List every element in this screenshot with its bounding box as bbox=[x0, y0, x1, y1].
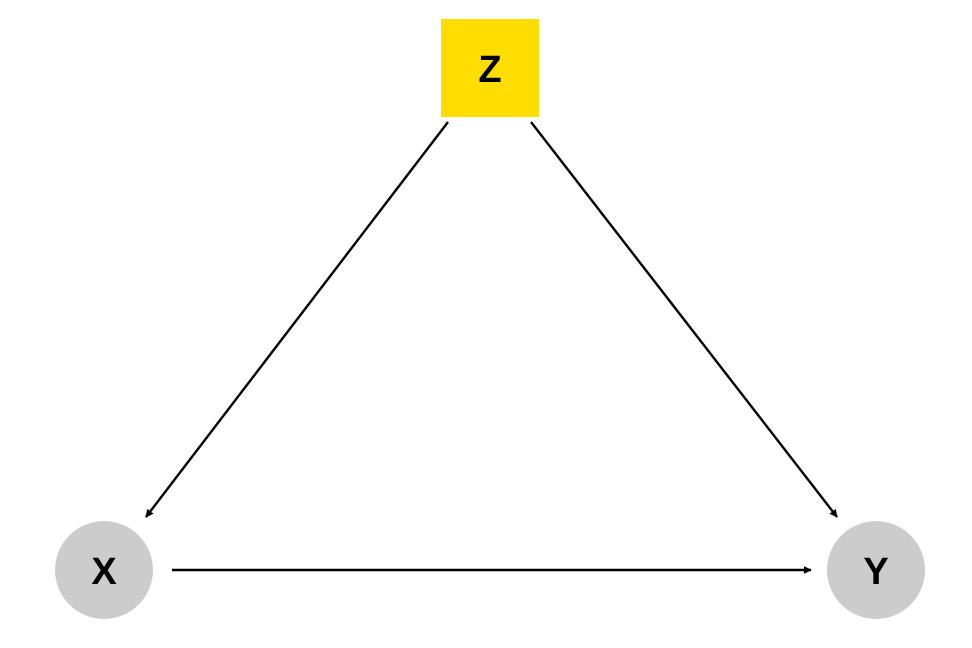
node-y-circle bbox=[827, 521, 925, 619]
node-y-label: Y bbox=[863, 551, 888, 593]
node-x-label: X bbox=[91, 551, 117, 593]
node-z: Z bbox=[441, 19, 539, 117]
node-x: X bbox=[55, 521, 153, 619]
node-z-square bbox=[441, 19, 539, 117]
edge-z-to-y bbox=[530, 121, 838, 518]
edge-z-to-x bbox=[145, 121, 449, 518]
node-y: Y bbox=[827, 521, 925, 619]
node-x-circle bbox=[55, 521, 153, 619]
node-z-label: Z bbox=[478, 49, 501, 91]
edges bbox=[145, 121, 838, 574]
